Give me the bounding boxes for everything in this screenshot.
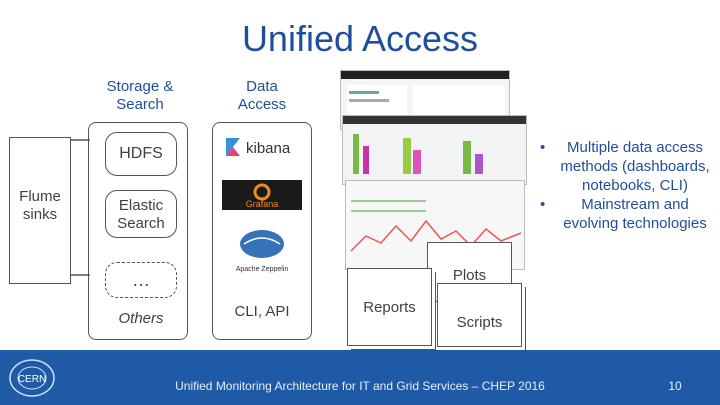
- flume-sinks-label: Flume sinks: [19, 188, 61, 223]
- cli-api-label: CLI, API: [234, 303, 290, 320]
- slide-title: Unified Access: [241, 18, 479, 59]
- scripts-box: Scripts: [437, 283, 522, 347]
- svg-text:Apache Zeppelin: Apache Zeppelin: [236, 266, 289, 273]
- cern-logo: CERN: [6, 356, 58, 400]
- hdfs-label: HDFS: [119, 145, 163, 162]
- reports-label: Reports: [363, 299, 416, 316]
- svg-text:kibana: kibana: [246, 140, 291, 157]
- reports-box: Reports: [347, 268, 432, 346]
- hdfs-storage: HDFS: [105, 132, 177, 176]
- footer-text: Unified Monitoring Architecture for IT a…: [175, 379, 545, 393]
- kibana-logo-icon: kibana: [222, 134, 302, 160]
- bullet-item: Multiple data access methods (dashboards…: [540, 138, 710, 195]
- elasticsearch-storage: Elastic Search: [105, 190, 177, 238]
- grafana-logo-icon: Grafana: [222, 180, 302, 210]
- svg-text:Grafana: Grafana: [246, 199, 279, 209]
- ellipsis-label: …: [132, 270, 150, 290]
- zeppelin-logo-icon: Apache Zeppelin: [222, 224, 302, 276]
- data-access-heading: Data Access: [237, 78, 287, 113]
- bullet-list: Multiple data access methods (dashboards…: [540, 138, 710, 233]
- flume-sinks-box: Flume sinks: [9, 137, 71, 284]
- scripts-label: Scripts: [456, 314, 503, 331]
- plots-label: Plots: [452, 267, 487, 284]
- flume-connector-lines: [70, 139, 90, 276]
- others-label: Others: [118, 310, 164, 327]
- storage-search-heading: Storage & Search: [106, 78, 174, 113]
- page-number: 10: [668, 379, 682, 393]
- elasticsearch-label: Elastic Search: [117, 197, 165, 232]
- kibana-screenshot: [342, 115, 527, 185]
- other-storage: …: [105, 262, 177, 298]
- bullet-item: Mainstream and evolving technologies: [540, 195, 710, 233]
- footer-bar: [0, 350, 720, 405]
- svg-text:CERN: CERN: [18, 374, 46, 385]
